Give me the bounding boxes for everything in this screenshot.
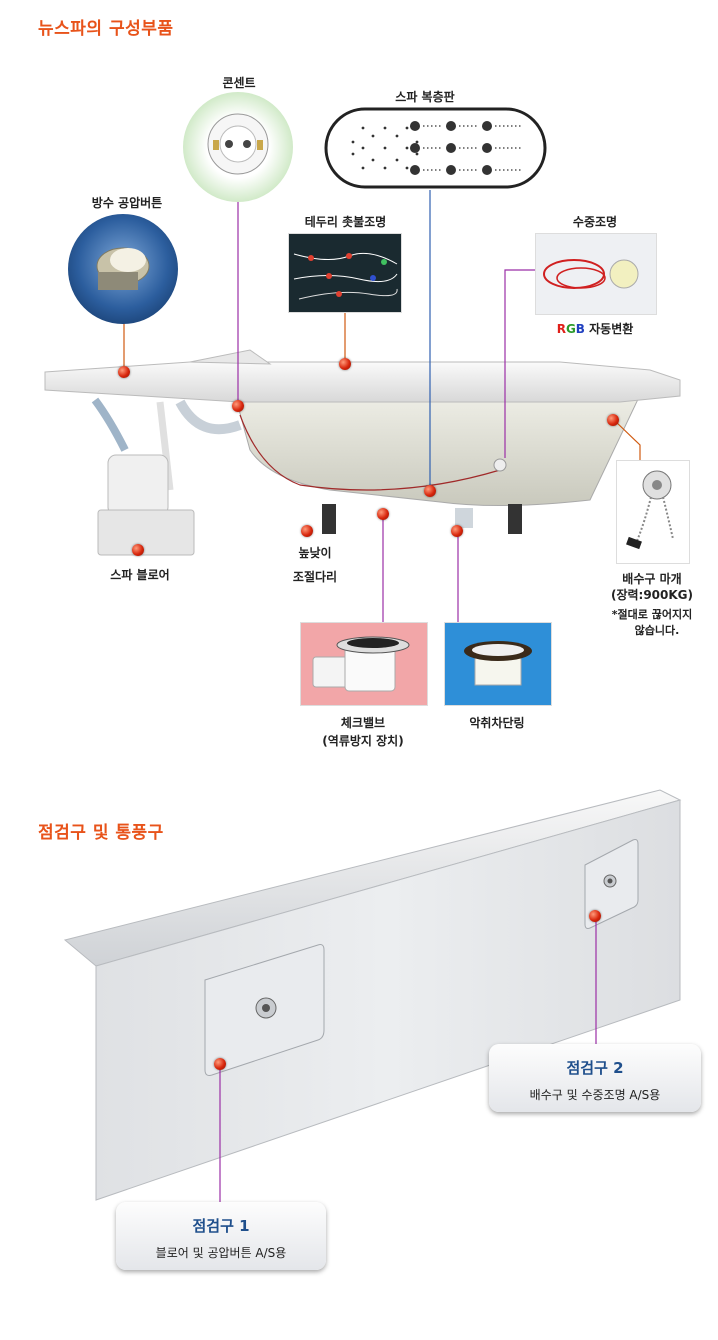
inspection-title-1: 점검구 1	[192, 1217, 250, 1235]
bathtub-illustration	[44, 349, 681, 556]
underwater-light-label: 수중조명	[572, 215, 618, 229]
odor-ring-image	[444, 622, 552, 706]
spa-plate-label: 스파 복층판	[395, 90, 455, 104]
inspection-callout-2: 점검구 2 배수구 및 수중조명 A/S용	[489, 1044, 701, 1112]
check-valve-image	[300, 622, 428, 706]
outlet-image	[183, 92, 293, 202]
rgb-suffix: 자동변환	[584, 322, 634, 336]
marker-dot	[607, 414, 619, 426]
marker-dot	[214, 1058, 226, 1070]
marker-dot	[301, 525, 313, 537]
marker-dot	[377, 508, 389, 520]
marker-dot	[451, 525, 463, 537]
blower-label: 스파 블로어	[110, 568, 170, 582]
rgb-b: B	[575, 322, 585, 336]
inspection-panel-illustration	[63, 789, 682, 1210]
check-valve-label-line2: (역류방지 장치)	[322, 734, 404, 748]
rgb-r: R	[556, 322, 566, 336]
inspection-title-2: 점검구 2	[566, 1059, 624, 1077]
check-valve-label-line1: 체크밸브	[340, 716, 386, 730]
air-button-image	[68, 214, 178, 324]
air-button-label: 방수 공압버튼	[91, 196, 163, 210]
edge-light-label: 테두리 촛불조명	[304, 215, 387, 229]
inspection-desc-1: 블로어 및 공압버튼 A/S용	[155, 1246, 287, 1260]
drain-cap-image	[616, 460, 690, 564]
spa-plate-image	[324, 107, 547, 189]
edge-light-image	[288, 233, 402, 313]
drain-cap-spec: (장력:900KG)	[610, 588, 694, 602]
drain-note-line1: *절대로 끊어지지	[611, 608, 693, 621]
drain-cap-label: 배수구 마개	[622, 572, 682, 586]
marker-dot	[132, 544, 144, 556]
leg-label-line1: 높낮이	[298, 546, 332, 560]
lead-lines	[123, 190, 641, 622]
marker-dot	[118, 366, 130, 378]
drain-note-line2: 않습니다.	[634, 624, 680, 637]
marker-dot	[339, 358, 351, 370]
marker-dot	[589, 910, 601, 922]
marker-dot	[232, 400, 244, 412]
section-title-inspection: 점검구 및 통풍구	[38, 823, 164, 843]
section-title-components: 뉴스파의 구성부품	[38, 19, 174, 39]
outlet-label: 콘센트	[222, 76, 256, 90]
marker-dot	[424, 485, 436, 497]
inspection-callout-1: 점검구 1 블로어 및 공압버튼 A/S용	[116, 1202, 326, 1270]
rgb-g: G	[565, 322, 576, 336]
underwater-light-image	[535, 233, 657, 315]
odor-ring-label: 악취차단링	[469, 716, 525, 730]
rgb-auto-change-label: RGB 자동변환	[540, 320, 650, 337]
leg-label-line2: 조절다리	[292, 570, 338, 584]
inspection-desc-2: 배수구 및 수중조명 A/S용	[529, 1088, 661, 1102]
